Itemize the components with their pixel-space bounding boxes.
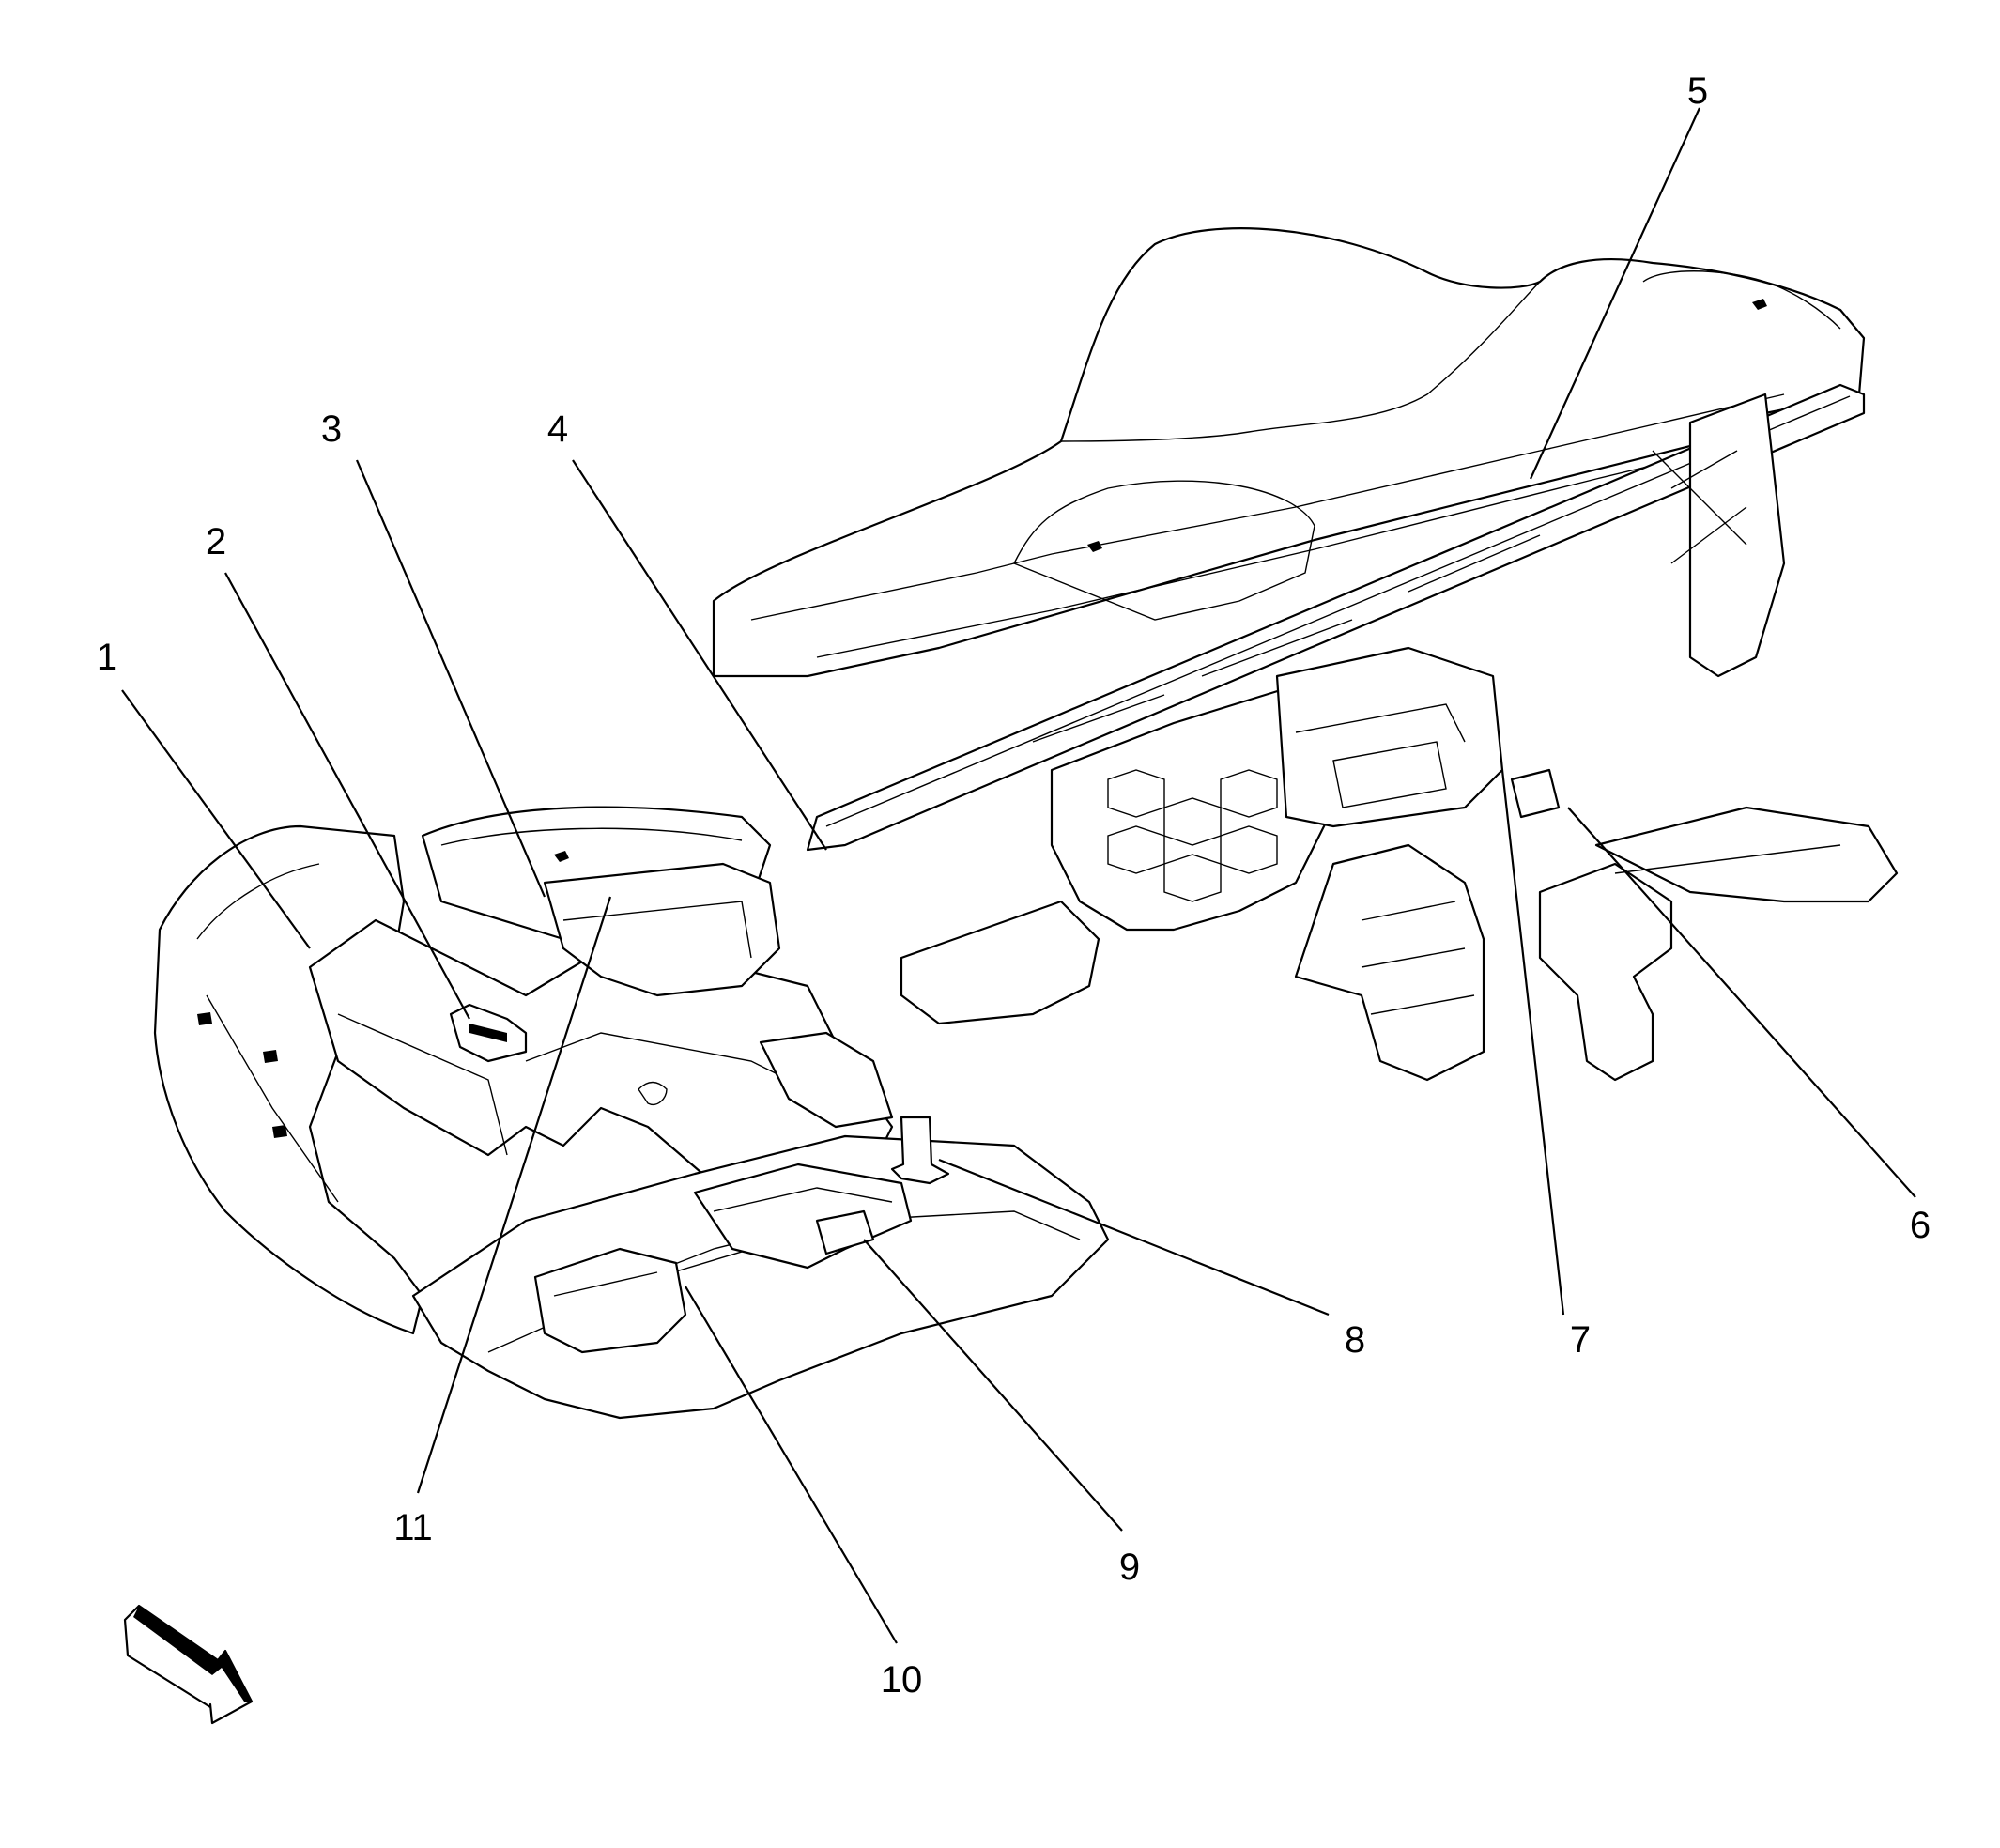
passenger-compartment-module — [421, 806, 781, 997]
mounting-stud — [890, 1116, 950, 1185]
front-view-arrow-icon — [123, 1604, 254, 1725]
leader-line-9 — [863, 1239, 1123, 1532]
callout-8: 8 — [1345, 1319, 1365, 1361]
instrument-panel-upper — [712, 227, 1866, 678]
leader-line-5 — [1529, 107, 1701, 480]
leader-line-7 — [1500, 769, 1565, 1316]
callout-7: 7 — [1570, 1319, 1591, 1361]
body-control-module — [1275, 646, 1561, 828]
connector-cluster — [533, 1247, 687, 1354]
leader-line-10 — [685, 1286, 898, 1644]
hvac-module — [900, 684, 1335, 1025]
callout-5: 5 — [1687, 70, 1708, 112]
leader-line-6 — [1567, 807, 1916, 1198]
callout-6: 6 — [1910, 1205, 1931, 1246]
callout-2: 2 — [206, 521, 226, 562]
leader-line-2 — [224, 572, 470, 1020]
callout-3: 3 — [321, 408, 342, 450]
callout-9: 9 — [1119, 1547, 1140, 1588]
callout-labels: 1 2 3 4 5 6 7 8 9 10 11 — [97, 70, 1931, 1701]
callout-1: 1 — [97, 637, 117, 678]
center-console-housing — [308, 918, 894, 1185]
callout-11: 11 — [393, 1507, 433, 1548]
leader-lines — [121, 107, 1916, 1644]
callout-10: 10 — [881, 1659, 923, 1701]
leader-line-4 — [572, 459, 827, 851]
cross-car-beam — [806, 383, 1866, 852]
leader-line-3 — [355, 459, 546, 898]
leader-line-11 — [416, 896, 612, 1494]
sensing-diagnostic-module — [693, 1163, 913, 1270]
callout-4: 4 — [547, 408, 568, 450]
instrument-panel-right-end — [1294, 393, 1899, 1082]
leader-line-1 — [121, 689, 311, 949]
leader-line-8 — [938, 1158, 1330, 1317]
